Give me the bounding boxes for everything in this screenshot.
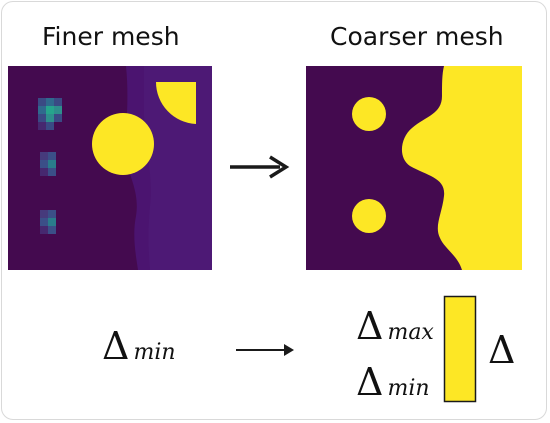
yellow-circle-bottom (352, 199, 386, 233)
finer-mesh-panel (8, 66, 212, 270)
finer-mesh-title: Finer mesh (42, 22, 180, 51)
arrow-right-icon (236, 344, 294, 356)
teal-blob-middle (40, 152, 56, 176)
yellow-quarter (155, 82, 196, 124)
coarser-mesh-panel (306, 66, 522, 270)
coarser-mesh-title: Coarser mesh (330, 22, 504, 51)
teal-blob-bottom (40, 210, 56, 234)
yellow-circle (92, 113, 154, 175)
arrow-right-icon (230, 155, 290, 179)
yellow-region (401, 66, 522, 270)
delta-label: Δ (488, 328, 516, 372)
cell-size-bar (443, 295, 477, 403)
teal-blob-top (38, 98, 62, 130)
yellow-circle-top (352, 97, 386, 131)
